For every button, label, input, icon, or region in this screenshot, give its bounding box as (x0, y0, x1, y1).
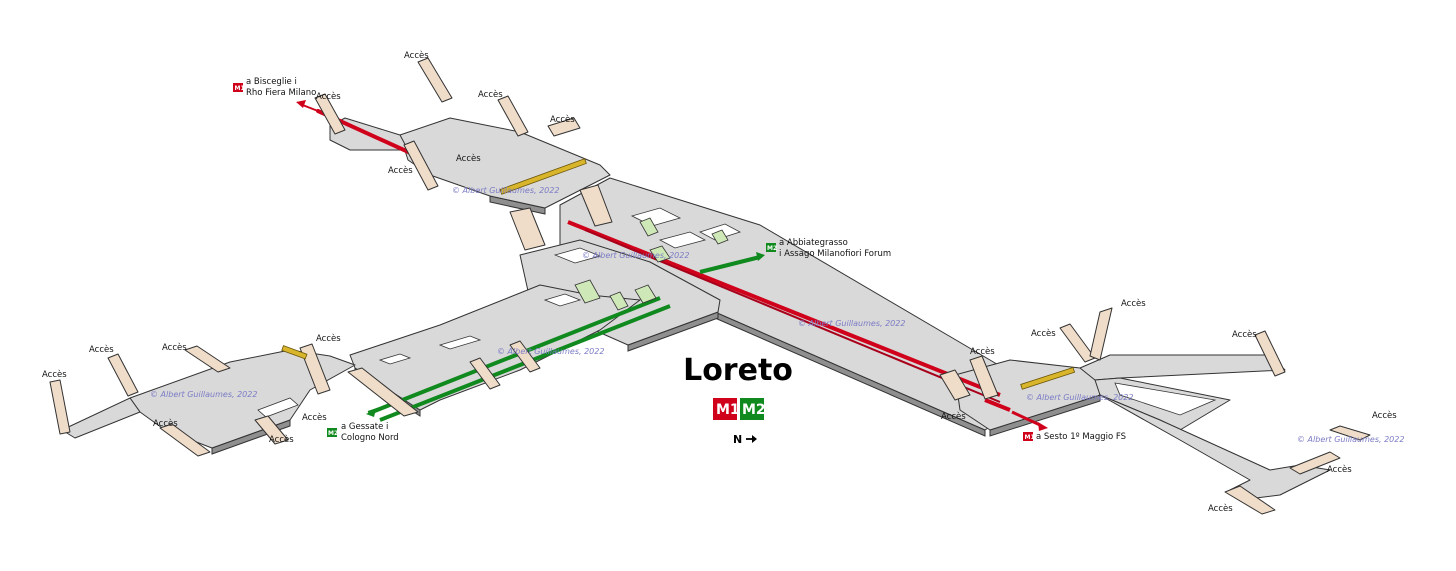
m2-badge-label: M2 (742, 402, 766, 418)
access-label: Accès (970, 346, 995, 357)
access-label: Accès (316, 91, 341, 102)
access-label: Accès (941, 411, 966, 422)
watermark: © Albert Guillaumes, 2022 (582, 251, 689, 260)
access-labels: Accès Accès Accès Accès Accès Accès Accè… (42, 50, 1397, 514)
m1-mini-badge (1023, 432, 1033, 441)
east-corridor-north (1079, 354, 1286, 381)
access-stairs (49, 57, 1371, 515)
access-label: Accès (269, 434, 294, 445)
m2-mini-badge-text: M2 (767, 245, 777, 252)
m2-mini-badge-text: M2 (328, 430, 338, 437)
access-label: Accès (456, 153, 481, 164)
access-label: Accès (42, 369, 67, 380)
direction-text: i Assago Milanofiori Forum (779, 249, 891, 259)
direction-text: a Sesto 1º Maggio FS (1036, 432, 1126, 442)
access-label: Accès (1232, 329, 1257, 340)
direction-m1-east: M1 a Sesto 1º Maggio FS (1023, 432, 1126, 442)
access-label: Accès (89, 344, 114, 355)
direction-m2-north: M2 a Abbiategrasso i Assago Milanofiori … (766, 238, 891, 259)
m2-mini-badge (327, 428, 337, 437)
north-label: N (733, 433, 742, 446)
access-label: Accès (404, 50, 429, 61)
m1-badge-label: M1 (716, 402, 740, 418)
access-label: Accès (388, 165, 413, 176)
access-label: Accès (302, 412, 327, 423)
direction-text: a Bisceglie i (246, 77, 297, 87)
m1-badge (713, 398, 737, 420)
mezzanine-floors (61, 117, 1331, 501)
access-label: Accès (1208, 503, 1233, 514)
watermark: © Albert Guillaumes, 2022 (452, 186, 559, 195)
watermarks: © Albert Guillaumes, 2022 © Albert Guill… (150, 186, 1404, 444)
watermark: © Albert Guillaumes, 2022 (798, 319, 905, 328)
watermark: © Albert Guillaumes, 2022 (150, 390, 257, 399)
access-label: Accès (1372, 410, 1397, 421)
floor-openings (257, 207, 1217, 418)
watermark: © Albert Guillaumes, 2022 (1026, 393, 1133, 402)
m2-badge (740, 398, 764, 420)
east-corridor-south (1099, 394, 1331, 501)
direction-text: a Abbiategrasso (779, 238, 848, 248)
m2-mini-badge (766, 243, 776, 252)
direction-text: Cologno Nord (341, 433, 399, 443)
line-badges: M1 M2 (713, 398, 766, 420)
arrow-right-icon (746, 435, 757, 443)
m1-mini-badge-text: M1 (1025, 434, 1035, 441)
west-mezzanine (129, 349, 356, 449)
access-label: Accès (1327, 464, 1352, 475)
north-indicator: N (733, 433, 757, 446)
direction-m1-west: M1 a Bisceglie i Rho Fiera Milano (233, 77, 316, 98)
station-title: Loreto (683, 353, 793, 388)
access-label: Accès (550, 114, 575, 125)
direction-text: a Gessate i (341, 422, 388, 432)
west-corridor-left (61, 397, 141, 439)
access-label: Accès (153, 418, 178, 429)
access-label: Accès (478, 89, 503, 100)
direction-arrows (296, 100, 1048, 431)
access-label: Accès (1031, 328, 1056, 339)
m1-mini-badge-text: M1 (235, 85, 245, 92)
access-label: Accès (162, 342, 187, 353)
escalators (574, 217, 729, 311)
direction-text: Rho Fiera Milano (246, 88, 316, 98)
access-label: Accès (316, 333, 341, 344)
m1-mini-badge (233, 83, 243, 92)
direction-m2-south: M2 a Gessate i Cologno Nord (327, 422, 399, 443)
watermark: © Albert Guillaumes, 2022 (1297, 435, 1404, 444)
fare-gates (281, 158, 1076, 390)
access-label: Accès (1121, 298, 1146, 309)
watermark: © Albert Guillaumes, 2022 (497, 347, 604, 356)
